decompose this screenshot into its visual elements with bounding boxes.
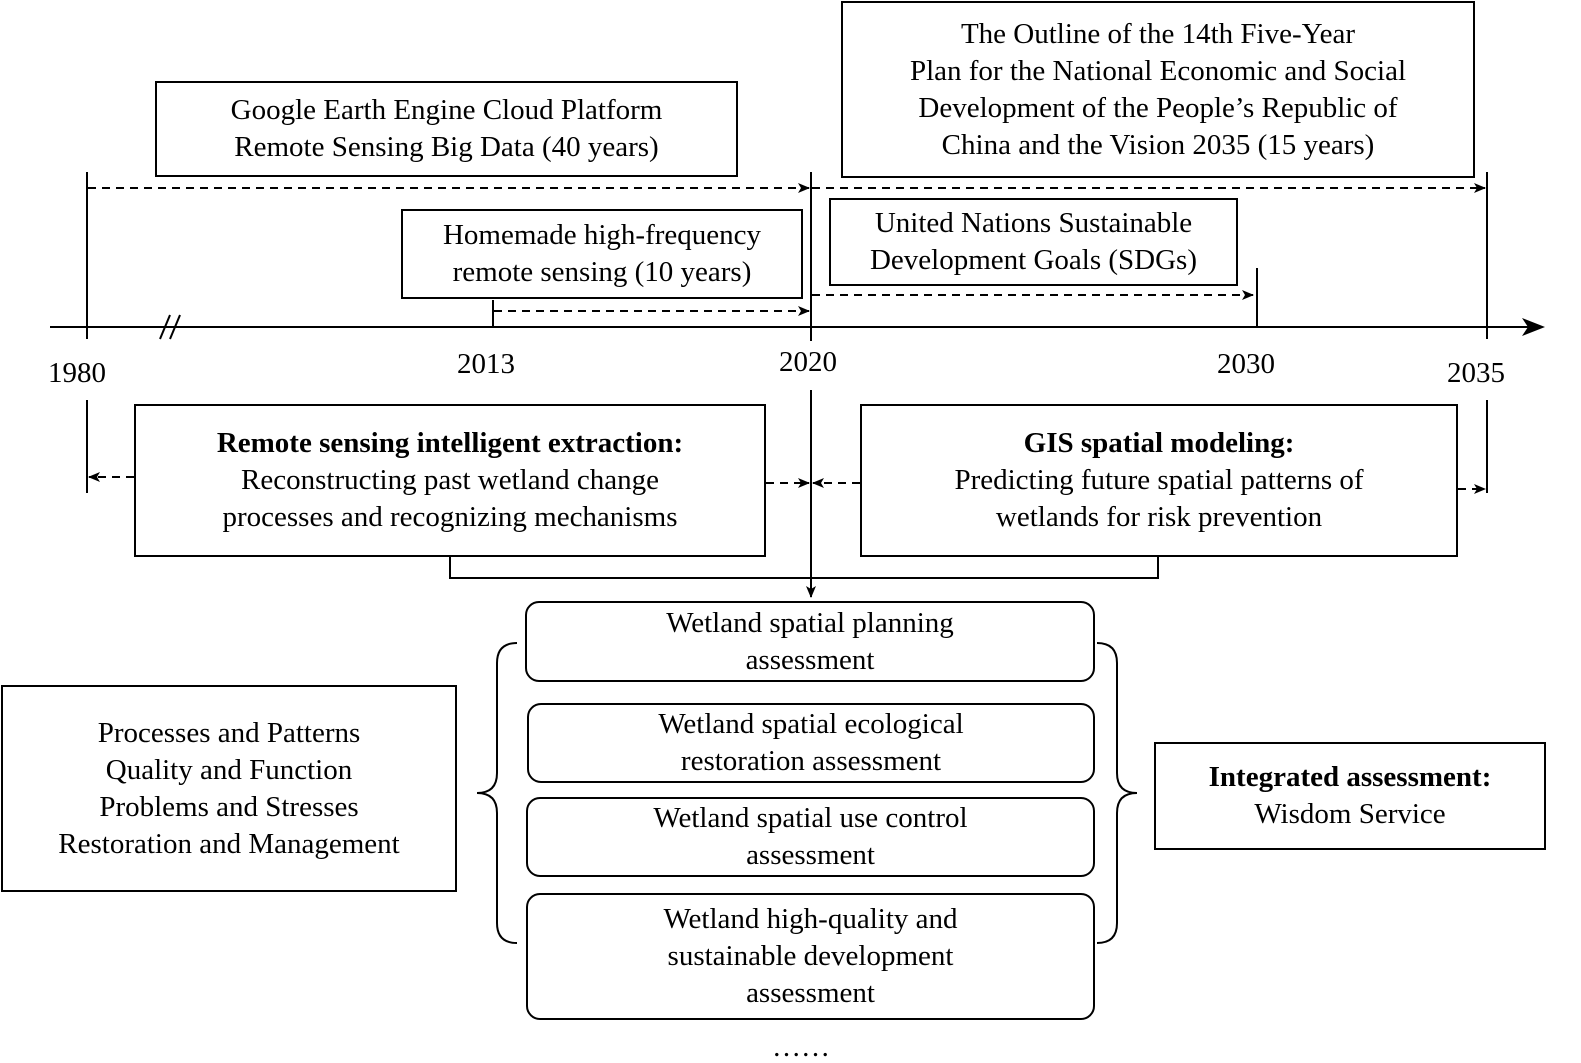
assessment-line: sustainable development <box>667 940 954 972</box>
rs-extraction-line-2: processes and recognizing mechanisms <box>222 501 678 533</box>
aspects-panel: Processes and Patterns Quality and Funct… <box>1 685 457 892</box>
homemade-line-1: Homemade high-frequency <box>442 219 762 251</box>
gee-line-1: Google Earth Engine Cloud Platform <box>230 94 663 126</box>
outline-line-4: China and the Vision 2035 (15 years) <box>941 128 1375 161</box>
year-label-2035: 2035 <box>1447 357 1505 389</box>
assessment-line: Wetland high-quality and <box>663 903 958 935</box>
homemade-rs-box: Homemade high-frequency remote sensing (… <box>401 209 803 299</box>
axis-break-mark <box>159 314 171 340</box>
assessment-line: Wetland spatial planning <box>666 606 954 639</box>
assessment-line: restoration assessment <box>680 745 942 777</box>
sdg-box: United Nations Sustainable Development G… <box>829 198 1238 286</box>
assessment-line: Wetland spatial use control <box>653 802 968 834</box>
aspect-item: Quality and Function <box>105 753 353 786</box>
year-label-2030: 2030 <box>1217 348 1275 380</box>
assessment-line: assessment <box>746 977 875 1009</box>
outline-line-2: Plan for the National Economic and Socia… <box>909 54 1407 87</box>
ellipsis: …… <box>772 1031 830 1063</box>
gee-line-2: Remote Sensing Big Data (40 years) <box>234 131 659 163</box>
aspect-item: Problems and Stresses <box>99 790 359 823</box>
timeline-arrowhead <box>1522 318 1545 336</box>
gis-modeling-box: GIS spatial modeling: Predicting future … <box>860 404 1458 557</box>
sdg-line-2: Development Goals (SDGs) <box>869 244 1197 276</box>
five-year-plan-box: The Outline of the 14th Five-Year Plan f… <box>841 1 1475 178</box>
gee-platform-box: Google Earth Engine Cloud Platform Remot… <box>155 81 738 177</box>
aspect-item: Restoration and Management <box>58 827 400 860</box>
rs-extraction-title: Remote sensing intelligent extraction: <box>216 427 684 459</box>
rs-extraction-box: Remote sensing intelligent extraction: R… <box>134 404 766 557</box>
right-brace <box>1096 642 1138 944</box>
integrated-title: Integrated assessment: <box>1208 761 1492 793</box>
integrated-assessment-box: Integrated assessment: Wisdom Service <box>1154 742 1546 850</box>
gis-modeling-line-1: Predicting future spatial patterns of <box>954 464 1364 496</box>
assessment-restoration-box: Wetland spatial ecological restoration a… <box>527 703 1095 783</box>
gis-modeling-title: GIS spatial modeling: <box>1023 427 1295 459</box>
year-label-2013: 2013 <box>457 348 515 380</box>
gis-modeling-line-2: wetlands for risk prevention <box>995 501 1323 533</box>
assessment-line: Wetland spatial ecological <box>658 708 964 740</box>
method-join-bracket <box>449 557 1159 579</box>
sdg-line-1: United Nations Sustainable <box>874 207 1193 239</box>
assessment-line: assessment <box>746 839 875 871</box>
outline-line-3: Development of the People’s Republic of <box>918 91 1398 124</box>
assessment-planning-box: Wetland spatial planning assessment <box>525 601 1095 682</box>
aspect-item: Processes and Patterns <box>97 716 361 749</box>
year-label-1980: 1980 <box>48 357 106 389</box>
left-brace <box>476 642 518 944</box>
homemade-line-2: remote sensing (10 years) <box>452 256 752 288</box>
axis-break-mark <box>169 314 181 340</box>
year-label-2020: 2020 <box>779 346 837 378</box>
integrated-subtitle: Wisdom Service <box>1254 798 1446 830</box>
rs-extraction-line-1: Reconstructing past wetland change <box>241 464 659 496</box>
assessment-development-box: Wetland high-quality and sustainable dev… <box>526 893 1095 1020</box>
outline-line-1: The Outline of the 14th Five-Year <box>960 17 1356 50</box>
assessment-use-control-box: Wetland spatial use control assessment <box>526 797 1095 877</box>
assessment-line: assessment <box>745 643 875 676</box>
